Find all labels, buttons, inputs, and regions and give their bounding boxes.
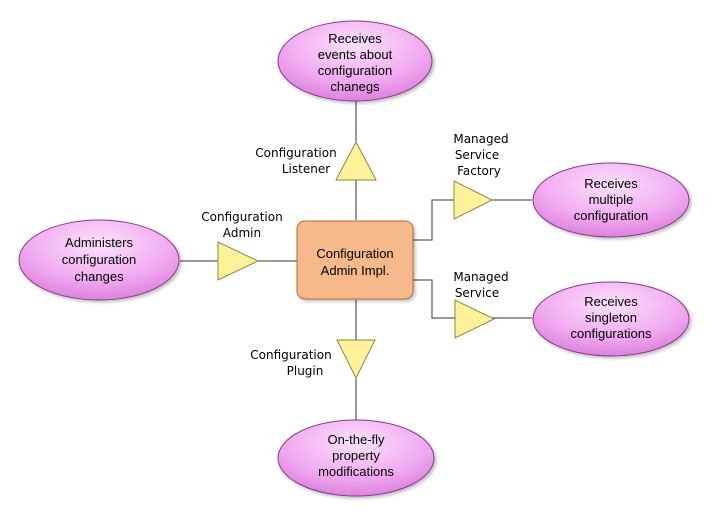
node-singleton-line3: configurations	[571, 326, 652, 341]
interface-admin-line2: Admin	[223, 226, 261, 240]
node-singleton-line1: Receives	[584, 294, 638, 309]
node-listener-events-line1: Receives	[328, 31, 382, 46]
interface-factory-line3: Factory	[457, 164, 501, 178]
node-administers-line1: Administers	[65, 235, 133, 250]
interface-factory: Managed Service Factory	[453, 132, 509, 220]
center-box	[296, 220, 414, 300]
node-administers-line3: changes	[74, 269, 124, 284]
interface-listener-triangle	[335, 140, 377, 181]
interface-factory-line2: Service	[455, 148, 499, 162]
node-listener-events-line4: chanegs	[330, 79, 380, 94]
interface-plugin-triangle	[336, 339, 376, 380]
interface-plugin: Configuration Plugin	[250, 339, 376, 380]
node-multiple-line2: multiple	[589, 192, 634, 207]
center-line1: Configuration	[316, 246, 393, 261]
node-administers-line2: configuration	[62, 252, 136, 267]
node-administers: Administers configuration changes	[18, 219, 180, 301]
node-plugin-mods-line2: property	[332, 448, 380, 463]
interface-service-line1: Managed	[453, 270, 508, 284]
interface-factory-triangle	[453, 180, 494, 220]
interface-factory-line1: Managed	[453, 132, 508, 146]
center-component: Configuration Admin Impl.	[296, 220, 414, 300]
interface-service-line2: Service	[455, 286, 499, 300]
node-plugin-mods-line3: modifications	[318, 464, 394, 479]
interface-service-triangle	[454, 299, 496, 339]
interface-plugin-line1: Configuration	[250, 348, 331, 362]
node-multiple: Receives multiple configuration	[532, 162, 690, 238]
interface-listener-line1: Configuration	[255, 146, 336, 160]
interface-admin-line1: Configuration	[201, 210, 282, 224]
interface-plugin-line2: Plugin	[287, 364, 324, 378]
interface-service: Managed Service	[453, 270, 509, 339]
node-listener-events-line3: configuration	[318, 63, 392, 78]
node-plugin-mods: On-the-fly property modifications	[277, 419, 435, 497]
interface-admin-triangle	[217, 241, 260, 281]
node-listener-events-line2: events about	[318, 47, 393, 62]
node-plugin-mods-line1: On-the-fly	[327, 432, 385, 447]
node-singleton: Receives singleton configurations	[532, 281, 690, 357]
node-listener-events: Receives events about configuration chan…	[277, 20, 433, 102]
node-multiple-line1: Receives	[584, 176, 638, 191]
interface-admin: Configuration Admin	[201, 210, 283, 281]
node-singleton-line2: singleton	[585, 310, 637, 325]
interface-listener: Configuration Listener	[255, 140, 377, 181]
interface-listener-line2: Listener	[282, 162, 330, 176]
center-line2: Admin Impl.	[321, 263, 390, 278]
node-multiple-line3: configuration	[574, 208, 648, 223]
